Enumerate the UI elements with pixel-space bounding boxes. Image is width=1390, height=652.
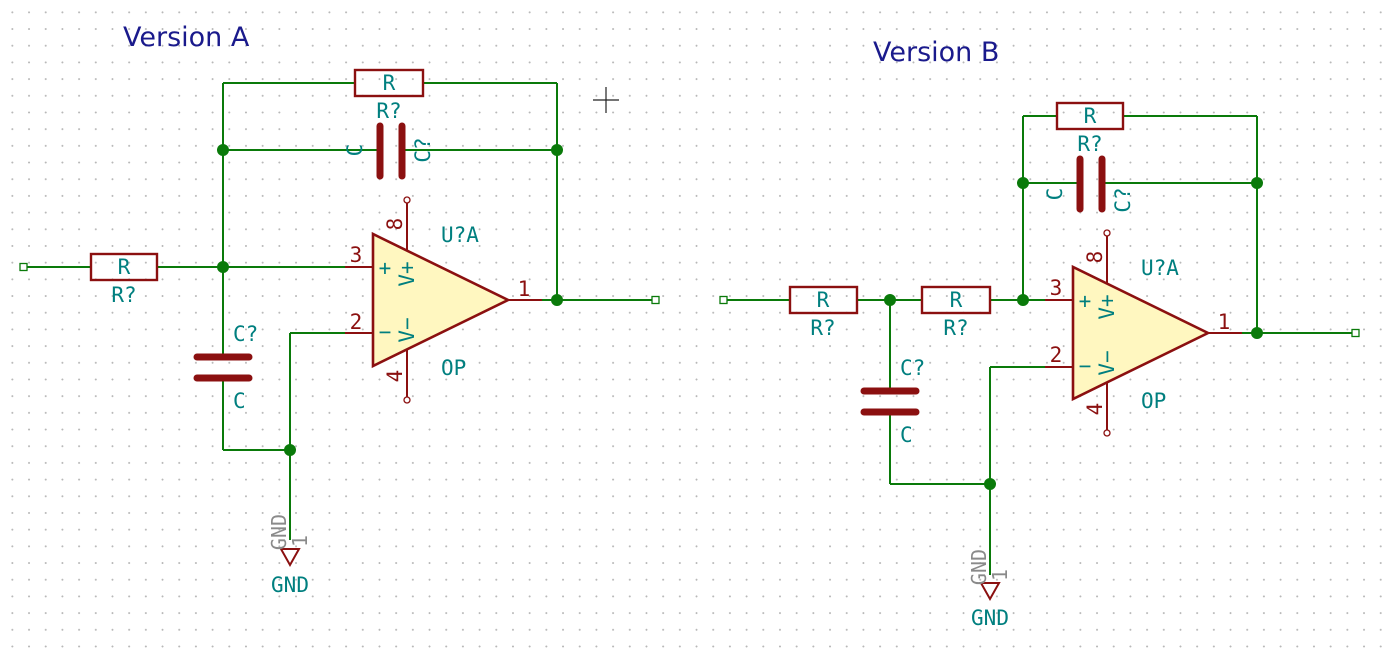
opamp-value: OP bbox=[1141, 389, 1166, 413]
resistor-ref: R? bbox=[810, 316, 835, 340]
pin-label-plus: + bbox=[1079, 289, 1092, 313]
resistor-ref: R? bbox=[1077, 132, 1102, 156]
version-a-circuit: Version A R R? bbox=[19, 22, 660, 597]
capacitor-ref: C? bbox=[411, 137, 435, 162]
capacitor-value: C bbox=[900, 423, 913, 447]
pin-number: 8 bbox=[383, 218, 407, 231]
opamp-ref: U?A bbox=[441, 223, 479, 247]
capacitor-ref: C? bbox=[900, 356, 925, 380]
resistor-value: R bbox=[383, 71, 396, 95]
capacitor-shunt-b[interactable]: C? C bbox=[860, 355, 925, 447]
ground-power-ref: GND bbox=[967, 549, 991, 585]
resistor-ref: R? bbox=[376, 99, 401, 123]
junction-dot bbox=[1017, 294, 1029, 306]
capacitor-ref: C? bbox=[233, 322, 258, 346]
junction-dot bbox=[1251, 327, 1263, 339]
pin-number: 4 bbox=[383, 370, 407, 383]
pin-number: 3 bbox=[1050, 276, 1063, 300]
pin-number: 1 bbox=[518, 277, 531, 301]
junction-dot bbox=[984, 478, 996, 490]
ground-symbol-a[interactable]: GND 1 GND bbox=[267, 514, 312, 597]
ground-pin: 1 bbox=[988, 569, 1012, 581]
resistor-feedback-a[interactable]: R R? bbox=[353, 68, 425, 123]
capacitor-value: C bbox=[343, 144, 367, 157]
pin-number: 1 bbox=[1218, 310, 1231, 334]
junction-dot bbox=[1017, 177, 1029, 189]
ground-pin: 1 bbox=[288, 535, 312, 547]
resistor-ref: R? bbox=[111, 283, 136, 307]
pin-number: 8 bbox=[1083, 251, 1107, 264]
ground-value: GND bbox=[271, 573, 309, 597]
opamp-ref: U?A bbox=[1141, 256, 1179, 280]
junction-dot bbox=[1251, 177, 1263, 189]
junction-dot bbox=[884, 294, 896, 306]
resistor-input1-b[interactable]: R R? bbox=[788, 285, 859, 340]
opamp-a[interactable]: 3 2 1 8 4 + − V+ V− U?A OP bbox=[345, 196, 542, 404]
pin-label-minus: − bbox=[1079, 354, 1092, 378]
junction-dot bbox=[551, 294, 563, 306]
capacitor-feedback-b[interactable]: C C? bbox=[1043, 155, 1135, 213]
capacitor-value: C bbox=[1043, 188, 1067, 201]
resistor-input-a[interactable]: R R? bbox=[89, 252, 159, 307]
opamp-value: OP bbox=[441, 356, 466, 380]
ground-value: GND bbox=[971, 606, 1009, 630]
resistor-value: R bbox=[817, 288, 830, 312]
input-terminal-a[interactable] bbox=[19, 262, 28, 272]
input-terminal-b[interactable] bbox=[719, 295, 728, 305]
resistor-value: R bbox=[118, 255, 131, 279]
ground-power-ref: GND bbox=[267, 514, 291, 550]
junction-dot bbox=[284, 444, 296, 456]
output-terminal-b[interactable] bbox=[1351, 328, 1360, 338]
capacitor-shunt-a[interactable]: C? C bbox=[193, 320, 258, 413]
resistor-value: R bbox=[950, 288, 963, 312]
pin-number: 2 bbox=[350, 310, 363, 334]
resistor-feedback-b[interactable]: R R? bbox=[1055, 101, 1125, 156]
pin-number: 2 bbox=[1050, 343, 1063, 367]
pin-label-minus: − bbox=[379, 320, 392, 344]
pin-label-vminus: V− bbox=[1095, 350, 1119, 375]
capacitor-feedback-a[interactable]: C C? bbox=[343, 122, 435, 180]
pin-number: 4 bbox=[1083, 403, 1107, 416]
version-a-title: Version A bbox=[123, 22, 250, 53]
pin-number: 3 bbox=[350, 243, 363, 267]
version-b-title: Version B bbox=[873, 37, 999, 68]
resistor-value: R bbox=[1084, 104, 1097, 128]
opamp-b[interactable]: 3 2 1 8 4 + − V+ V− U?A OP bbox=[1045, 229, 1242, 437]
version-b-circuit: Version B R R? bbox=[719, 37, 1360, 630]
pin-label-vminus: V− bbox=[395, 317, 419, 342]
junction-dot bbox=[551, 144, 563, 156]
crosshair-icon bbox=[593, 87, 619, 113]
junction-dot bbox=[217, 144, 229, 156]
output-terminal-a[interactable] bbox=[651, 295, 660, 305]
capacitor-value: C bbox=[233, 389, 246, 413]
pin-label-vplus: V+ bbox=[395, 261, 419, 286]
junction-dot bbox=[217, 261, 229, 273]
version-a-wires bbox=[24, 82, 655, 540]
pin-label-vplus: V+ bbox=[1095, 294, 1119, 319]
resistor-ref: R? bbox=[943, 316, 968, 340]
ground-symbol-b[interactable]: GND 1 GND bbox=[967, 549, 1012, 630]
resistor-input2-b[interactable]: R R? bbox=[920, 285, 992, 340]
pin-label-plus: + bbox=[379, 256, 392, 280]
capacitor-ref: C? bbox=[1111, 187, 1135, 212]
